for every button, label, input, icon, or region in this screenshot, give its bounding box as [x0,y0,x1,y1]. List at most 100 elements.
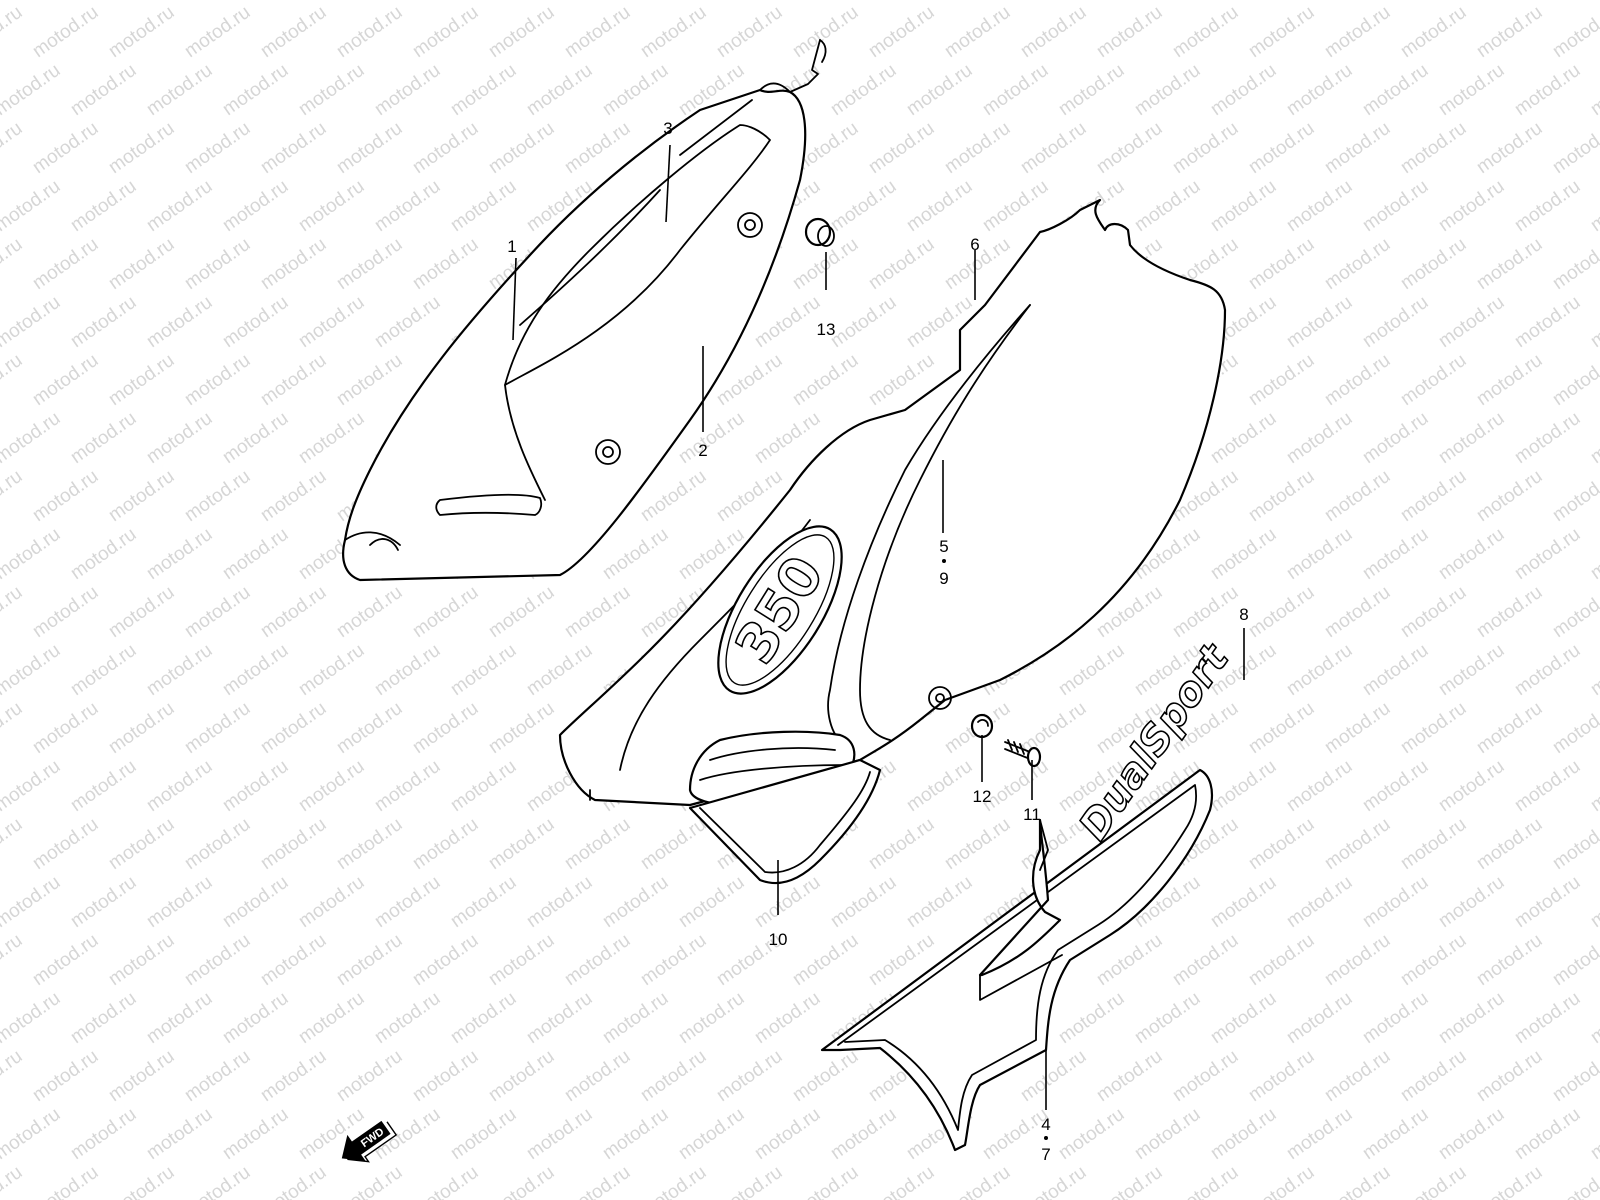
watermark-text: motod.ru [1245,466,1318,526]
watermark-text: motod.ru [713,2,786,62]
watermark-text: motod.ru [523,640,596,700]
watermark-text: motod.ru [1207,1104,1280,1164]
watermark-text: motod.ru [599,1104,672,1164]
watermark-text: motod.ru [1359,524,1432,584]
watermark-text: motod.ru [1435,872,1508,932]
watermark-text: motod.ru [447,756,520,816]
watermark-text: motod.ru [1359,0,1432,4]
watermark-text: motod.ru [29,2,102,62]
watermark-text: motod.ru [295,640,368,700]
watermark-text: motod.ru [1017,2,1090,62]
watermark-text: motod.ru [903,872,976,932]
watermark-text: motod.ru [219,0,292,4]
watermark-text: motod.ru [1549,118,1600,178]
watermark-text: motod.ru [409,930,482,990]
watermark-text: motod.ru [561,1162,634,1200]
watermark-text: motod.ru [865,118,938,178]
watermark-text: motod.ru [485,930,558,990]
watermark-text: motod.ru [1321,1046,1394,1106]
watermark-text: motod.ru [333,582,406,642]
watermark-text: motod.ru [1511,60,1584,120]
watermark-text: motod.ru [409,234,482,294]
watermark-text: motod.ru [1587,0,1600,4]
watermark-text: motod.ru [1245,582,1318,642]
watermark-text: motod.ru [29,234,102,294]
watermark-text: motod.ru [1321,234,1394,294]
watermark-text: motod.ru [295,176,368,236]
watermark-text: motod.ru [0,524,64,584]
watermark-text: motod.ru [1587,60,1600,120]
watermark-text: motod.ru [333,2,406,62]
watermark-text: motod.ru [295,872,368,932]
watermark-text: motod.ru [1169,1162,1242,1200]
watermark-text: motod.ru [257,466,330,526]
watermark-text: motod.ru [1511,988,1584,1048]
watermark-text: motod.ru [0,814,26,874]
right-frame-cover: 350 [558,198,1227,807]
watermark-text: motod.ru [903,756,976,816]
watermark-text: motod.ru [637,814,710,874]
watermark-text: motod.ru [561,814,634,874]
watermark-text: motod.ru [105,930,178,990]
watermark-text: motod.ru [0,872,64,932]
watermark-text: motod.ru [1283,756,1356,816]
watermark-text: motod.ru [1511,1104,1584,1164]
watermark-text: motod.ru [485,698,558,758]
watermark-text: motod.ru [1549,814,1600,874]
watermark-text: motod.ru [257,234,330,294]
watermark-text: motod.ru [523,60,596,120]
watermark-text: motod.ru [1359,408,1432,468]
watermark-text: motod.ru [333,118,406,178]
watermark-text: motod.ru [409,1046,482,1106]
watermark-text: motod.ru [371,292,444,352]
watermark-text: motod.ru [1131,1104,1204,1164]
watermark-text: motod.ru [1017,1162,1090,1200]
watermark-text: motod.ru [1283,60,1356,120]
watermark-text: motod.ru [1245,2,1318,62]
watermark-text: motod.ru [0,234,26,294]
watermark-text: motod.ru [523,872,596,932]
watermark-text: motod.ru [257,1046,330,1106]
watermark-text: motod.ru [0,582,26,642]
watermark-text: motod.ru [523,1104,596,1164]
watermark-text: motod.ru [1093,118,1166,178]
watermark-text: motod.ru [333,698,406,758]
watermark-text: motod.ru [447,60,520,120]
watermark-text: motod.ru [67,0,140,4]
watermark-text: motod.ru [1511,524,1584,584]
watermark-text: motod.ru [1473,698,1546,758]
watermark-text: motod.ru [1473,582,1546,642]
watermark-text: motod.ru [1131,60,1204,120]
watermark-text: motod.ru [1549,1162,1600,1200]
watermark-text: motod.ru [637,930,710,990]
callout-11: 11 [1023,805,1041,824]
watermark-text: motod.ru [409,118,482,178]
watermark-text: motod.ru [1587,756,1600,816]
watermark-text: motod.ru [1435,408,1508,468]
watermark-text: motod.ru [1549,1046,1600,1106]
watermark-text: motod.ru [333,234,406,294]
watermark-text: motod.ru [1587,988,1600,1048]
watermark-text: motod.ru [67,872,140,932]
watermark-text: motod.ru [1207,0,1280,4]
watermark-text: motod.ru [789,350,862,410]
watermark-text: motod.ru [1359,640,1432,700]
watermark-text: motod.ru [29,466,102,526]
left-frame-cover [342,39,827,582]
watermark-text: motod.ru [1473,930,1546,990]
watermark-text: motod.ru [1511,292,1584,352]
watermark-text: motod.ru [1321,814,1394,874]
watermark-text: motod.ru [979,176,1052,236]
watermark-text: motod.ru [1359,292,1432,352]
watermark-text: motod.ru [257,1162,330,1200]
watermark-text: motod.ru [1587,640,1600,700]
watermark-text: motod.ru [1245,1046,1318,1106]
watermark-text: motod.ru [1435,756,1508,816]
watermark-text: motod.ru [143,292,216,352]
watermark-text: motod.ru [1473,814,1546,874]
watermark-text: motod.ru [1017,698,1090,758]
watermark-text: motod.ru [1359,1104,1432,1164]
watermark-text: motod.ru [1245,814,1318,874]
callout-5: 5 [939,537,948,556]
watermark-text: motod.ru [143,60,216,120]
